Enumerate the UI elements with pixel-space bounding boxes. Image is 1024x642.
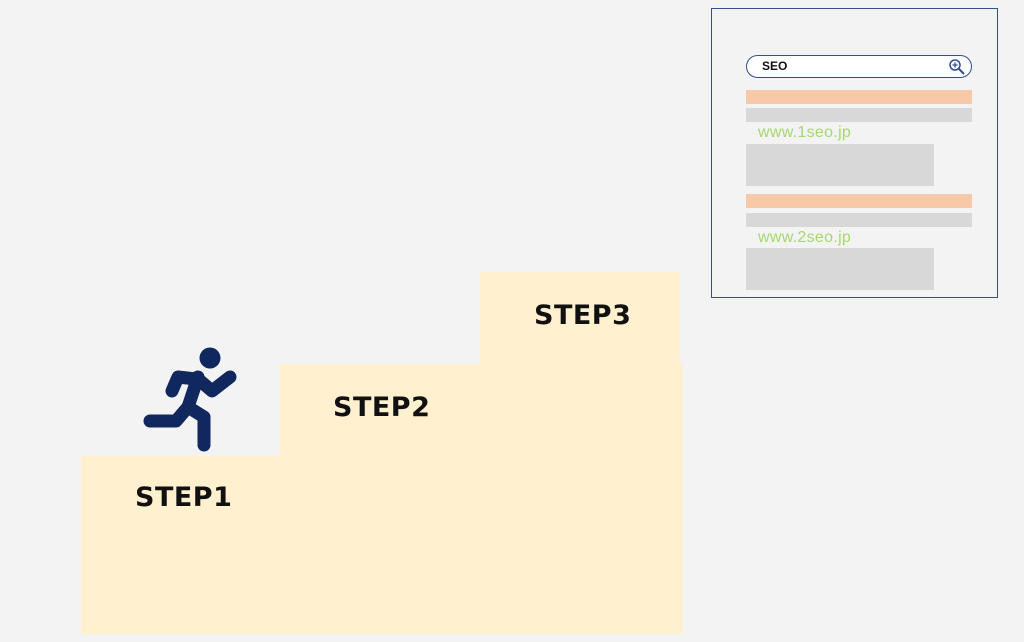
result-2-subtitle-bar — [746, 213, 972, 227]
search-results-panel: SEO www.1seo.jp www.2seo.jp — [711, 8, 998, 298]
result-2-snippet — [746, 248, 934, 290]
result-1-url: www.1seo.jp — [758, 124, 852, 141]
running-person-icon — [143, 347, 237, 452]
result-2-title-bar — [746, 194, 972, 208]
result-1-title-bar — [746, 90, 972, 104]
result-1-snippet — [746, 144, 934, 186]
result-1-subtitle-bar — [746, 108, 972, 122]
step-2-block — [280, 364, 683, 464]
zoom-search-icon — [949, 59, 965, 75]
step-2-label: STEP2 — [333, 392, 431, 423]
search-box: SEO — [746, 55, 972, 78]
step-3-label: STEP3 — [534, 300, 632, 331]
search-query: SEO — [762, 59, 788, 73]
step-3-block — [480, 272, 680, 372]
result-2-url: www.2seo.jp — [758, 229, 852, 246]
step-1-label: STEP1 — [135, 482, 233, 513]
step-1-block — [81, 456, 683, 634]
